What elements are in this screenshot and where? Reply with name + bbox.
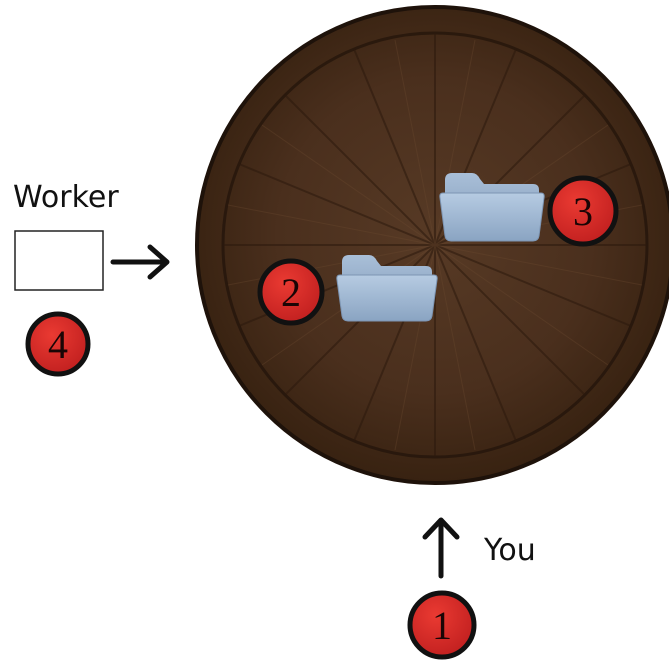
badge-2-label: 2 [281,270,301,315]
badge-4: 4 [25,311,91,377]
folder-icon [336,255,438,322]
worker-box [14,230,104,291]
badge-4-label: 4 [48,322,68,367]
arrow-up-icon [422,517,460,579]
badge-3: 3 [547,175,619,247]
worker-label: Worker [13,180,119,215]
round-table [195,5,669,485]
folder-icon [439,173,545,242]
badge-2: 2 [257,258,325,326]
you-label: You [484,533,536,568]
badge-3-label: 3 [573,189,593,234]
badge-1-label: 1 [432,603,452,648]
badge-1: 1 [407,590,477,660]
arrow-right-icon [110,244,170,280]
